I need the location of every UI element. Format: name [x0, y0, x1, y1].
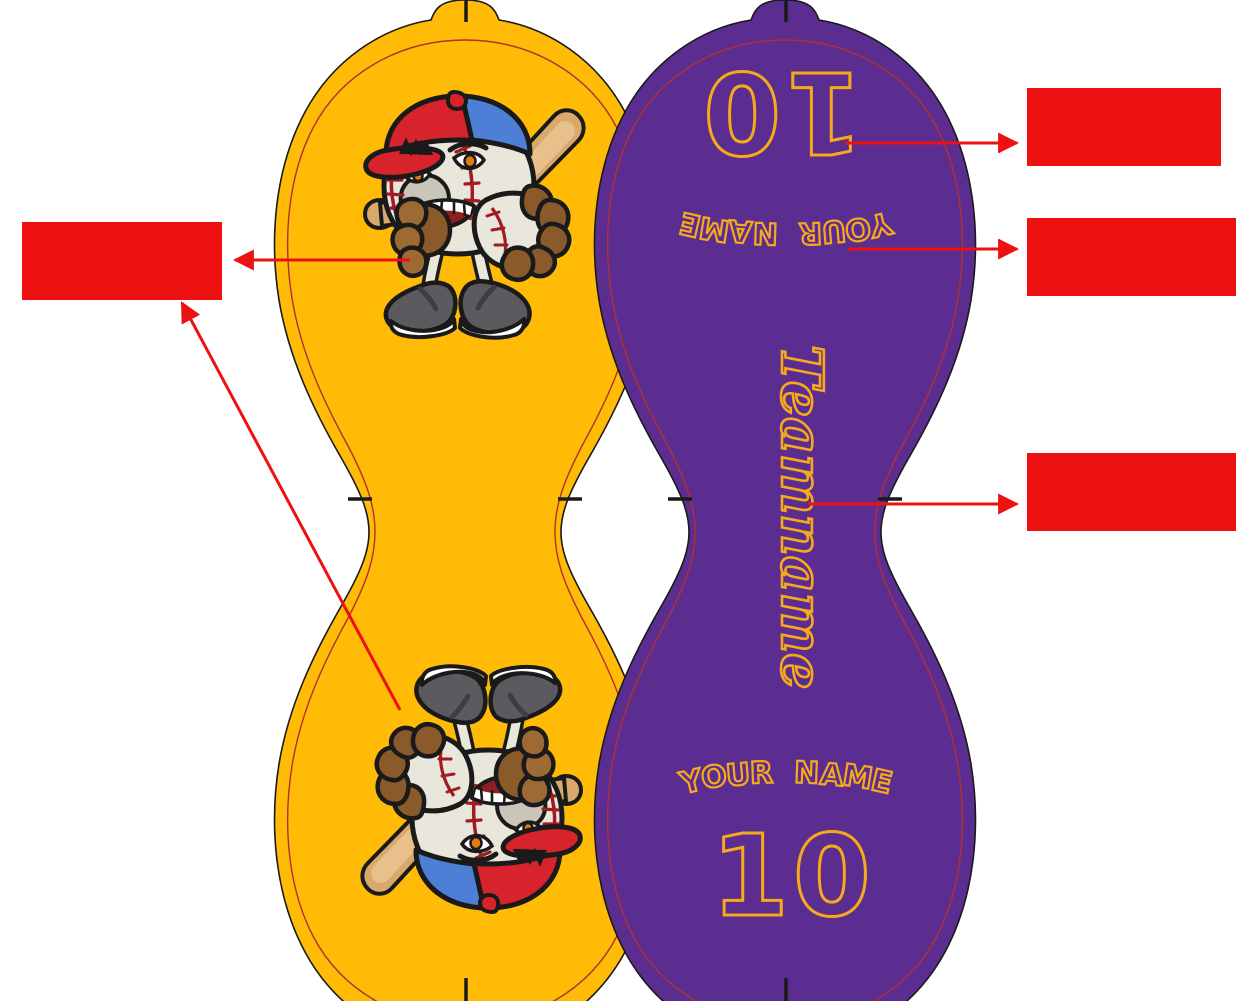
callout-custom-yourname[interactable]: CUSTOM YOURNAME: [1027, 218, 1236, 433]
alignment-ticks: [348, 0, 902, 1001]
callout-line-1: CUSTOM: [1041, 535, 1151, 563]
arrow-upload-logo-bottom: [180, 301, 402, 711]
callout-line-1: CUSTOM: [1041, 170, 1151, 198]
callout-line-1: UPLOAD: [36, 304, 144, 332]
callout-line-2: LOGO: [36, 409, 111, 437]
callout-line-2: TEAMNAME: [1041, 640, 1188, 668]
callout-upload-logo[interactable]: UPLOAD LOGO: [22, 222, 222, 437]
callout-line-2: YOURNAME: [1041, 405, 1190, 433]
callout-custom-teamname[interactable]: CUSTOM TEAMNAME: [1027, 453, 1236, 668]
callout-line-1: CUSTOM: [1041, 300, 1151, 328]
